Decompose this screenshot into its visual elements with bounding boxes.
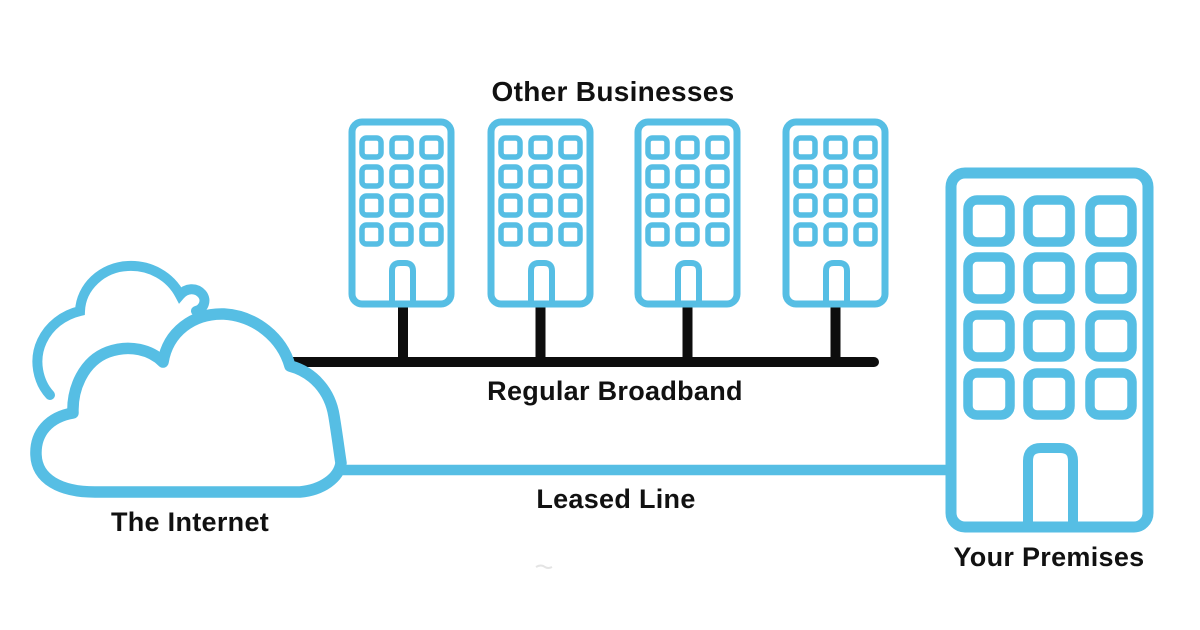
label-regular-broadband: Regular Broadband <box>487 376 743 406</box>
office-building-icon <box>786 122 885 304</box>
office-building-icon <box>638 122 737 304</box>
cloud-front-puff <box>30 308 347 498</box>
label-leased-line: Leased Line <box>536 484 695 514</box>
cloud-back-puff <box>32 260 210 400</box>
other-businesses-group <box>352 122 885 304</box>
office-building-icon <box>491 122 590 304</box>
office-building-icon <box>352 122 451 304</box>
faint-artifact-mark <box>535 564 553 569</box>
label-your-premises: Your Premises <box>954 542 1145 572</box>
internet-cloud-icon <box>30 260 347 498</box>
label-the-internet: The Internet <box>111 507 269 537</box>
regular-broadband-connection <box>260 300 879 367</box>
label-other-businesses: Other Businesses <box>492 76 735 107</box>
premises-building-icon <box>951 173 1148 527</box>
